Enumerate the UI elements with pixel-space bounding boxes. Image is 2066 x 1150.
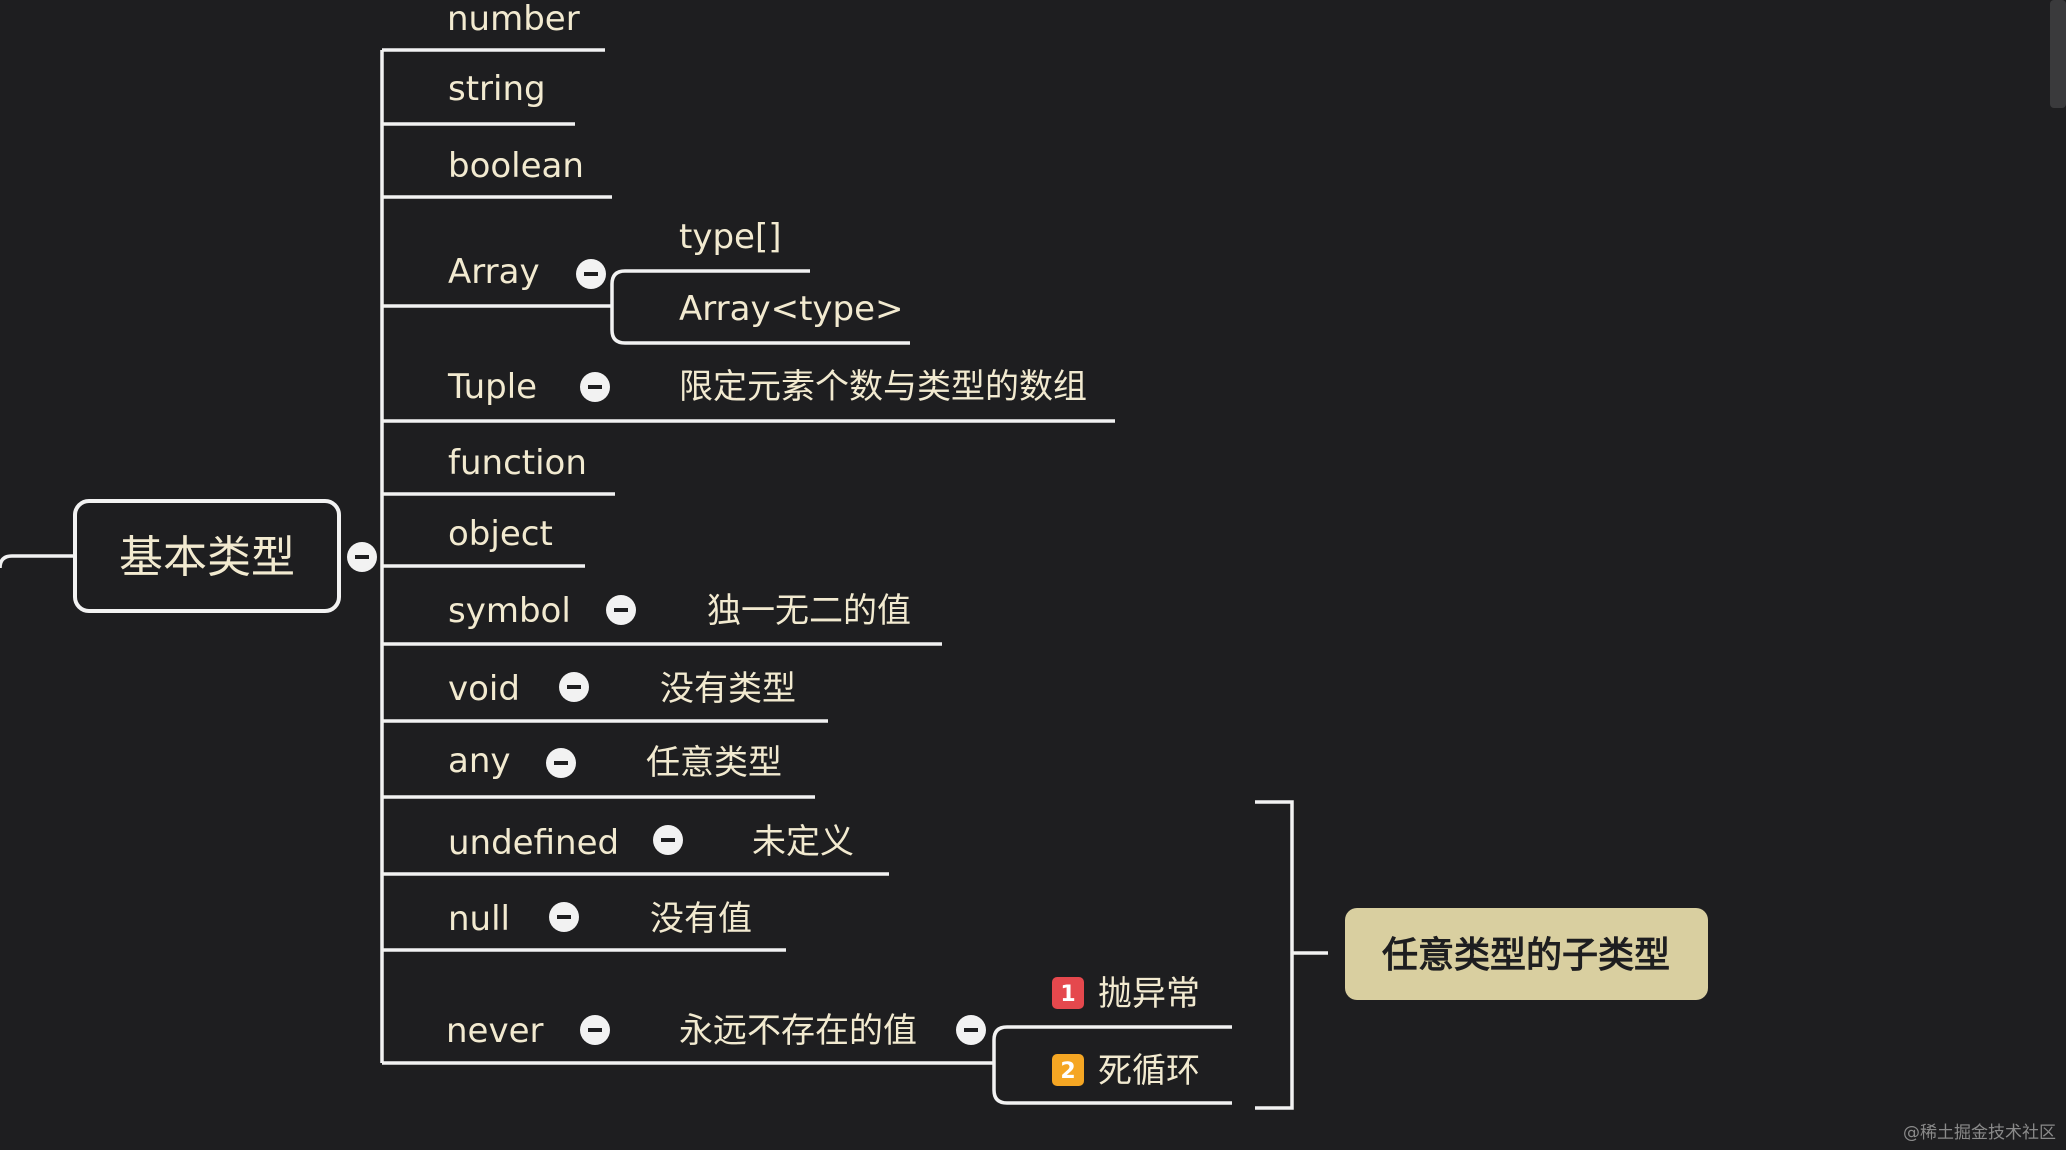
branch-object[interactable]: object bbox=[448, 514, 553, 554]
symbol-child[interactable]: 独一无二的值 bbox=[707, 591, 911, 631]
svg-text:2: 2 bbox=[1060, 1059, 1075, 1084]
undefined-collapse-icon[interactable] bbox=[653, 825, 683, 855]
branch-null[interactable]: null bbox=[448, 899, 510, 939]
root-node-label: 基本类型 bbox=[119, 532, 295, 583]
void-collapse-icon[interactable] bbox=[559, 672, 589, 702]
tuple-collapse-icon[interactable] bbox=[580, 372, 610, 402]
branch-array[interactable]: Array bbox=[448, 252, 540, 292]
branch-void[interactable]: void bbox=[448, 669, 520, 709]
array-child-typeArr[interactable]: type[] bbox=[679, 217, 781, 257]
never-reason-connector-1 bbox=[992, 1025, 1232, 1063]
vertical-scrollbar[interactable] bbox=[2050, 0, 2066, 108]
array-child-connector-1 bbox=[610, 269, 810, 306]
svg-text:1: 1 bbox=[1060, 982, 1075, 1007]
branch-undefined[interactable]: undefined bbox=[448, 823, 619, 863]
never-reason-infinite-loop[interactable]: 死循环 bbox=[1098, 1051, 1200, 1091]
branch-never[interactable]: never bbox=[446, 1011, 544, 1051]
void-child[interactable]: 没有类型 bbox=[660, 669, 796, 709]
priority-2-badge-icon: 2 bbox=[1052, 1054, 1084, 1086]
branch-number[interactable]: number bbox=[447, 0, 580, 39]
null-child[interactable]: 没有值 bbox=[650, 899, 752, 939]
never-child[interactable]: 永远不存在的值 bbox=[679, 1011, 917, 1051]
undefined-child[interactable]: 未定义 bbox=[752, 822, 854, 862]
never-collapse-icon[interactable] bbox=[580, 1015, 610, 1045]
root-parent-connector bbox=[0, 554, 75, 569]
branch-symbol[interactable]: symbol bbox=[448, 591, 571, 631]
branch-string[interactable]: string bbox=[448, 69, 546, 109]
never-reason-throw[interactable]: 抛异常 bbox=[1098, 974, 1200, 1014]
branch-tuple[interactable]: Tuple bbox=[447, 367, 537, 407]
never-child-collapse-icon[interactable] bbox=[956, 1015, 986, 1045]
tuple-child[interactable]: 限定元素个数与类型的数组 bbox=[679, 367, 1087, 407]
watermark: @稀土掘金技术社区 bbox=[1903, 1123, 2056, 1143]
array-collapse-icon[interactable] bbox=[576, 259, 606, 289]
any-collapse-icon[interactable] bbox=[546, 748, 576, 778]
null-collapse-icon[interactable] bbox=[549, 902, 579, 932]
array-child-connector-2 bbox=[610, 306, 910, 345]
symbol-collapse-icon[interactable] bbox=[606, 595, 636, 625]
branch-function[interactable]: function bbox=[448, 443, 587, 483]
never-reason-connector-2 bbox=[992, 1063, 1232, 1105]
branch-any[interactable]: any bbox=[448, 741, 511, 781]
branch-boolean[interactable]: boolean bbox=[448, 146, 584, 186]
root-node-box[interactable] bbox=[73, 499, 341, 613]
array-child-genericArray[interactable]: Array<type> bbox=[679, 289, 904, 329]
root-collapse-icon[interactable] bbox=[347, 542, 377, 572]
summary-bracket bbox=[1255, 800, 1294, 1110]
priority-1-badge-icon: 1 bbox=[1052, 977, 1084, 1009]
summary-node-label: 任意类型的子类型 bbox=[1382, 935, 1670, 976]
any-child[interactable]: 任意类型 bbox=[646, 743, 782, 783]
summary-node-box[interactable] bbox=[1345, 908, 1708, 1000]
